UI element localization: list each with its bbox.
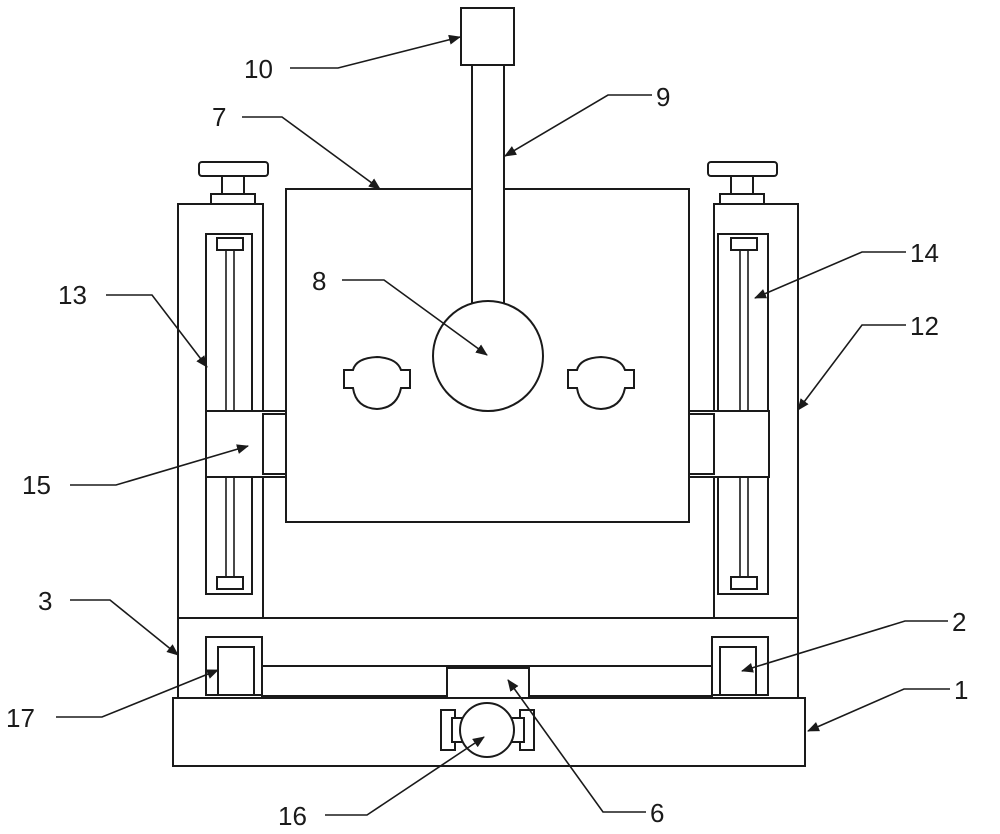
leader-3 bbox=[70, 599, 179, 656]
center-wheel bbox=[432, 300, 544, 412]
shaft-top-block bbox=[460, 7, 515, 66]
label-8: 8 bbox=[312, 266, 326, 296]
right-slider-inner bbox=[719, 646, 757, 696]
right-connector bbox=[688, 413, 715, 475]
label-12: 12 bbox=[910, 311, 939, 341]
label-6: 6 bbox=[650, 798, 664, 828]
label-2: 2 bbox=[952, 607, 966, 637]
right-screw-top-bearing bbox=[730, 237, 758, 251]
label-17: 17 bbox=[6, 703, 35, 733]
label-1: 1 bbox=[954, 675, 968, 705]
left-handwheel bbox=[198, 161, 269, 177]
right-screw-bottom-bearing bbox=[730, 576, 758, 590]
vertical-shaft bbox=[471, 63, 505, 315]
left-clamp-fitting bbox=[343, 355, 411, 411]
right-handwheel-collar bbox=[719, 193, 765, 205]
leader-9 bbox=[504, 94, 652, 157]
left-handwheel-collar bbox=[210, 193, 256, 205]
leader-2 bbox=[741, 620, 948, 673]
label-15: 15 bbox=[22, 470, 51, 500]
leader-17 bbox=[56, 669, 219, 718]
label-10: 10 bbox=[244, 54, 273, 84]
leader-15 bbox=[70, 444, 249, 486]
leader-14 bbox=[754, 251, 906, 299]
motor-circle bbox=[459, 702, 515, 758]
center-slider-block bbox=[446, 667, 530, 699]
label-9: 9 bbox=[656, 82, 670, 112]
label-13: 13 bbox=[58, 280, 87, 310]
leader-12 bbox=[797, 324, 906, 411]
label-3: 3 bbox=[38, 586, 52, 616]
leader-6 bbox=[507, 679, 646, 813]
leader-10 bbox=[290, 34, 461, 69]
right-handwheel bbox=[707, 161, 778, 177]
left-screw-top-bearing bbox=[216, 237, 244, 251]
left-connector bbox=[262, 413, 287, 475]
left-handwheel-shaft bbox=[221, 175, 245, 195]
right-clamp-fitting bbox=[567, 355, 635, 411]
leader-13 bbox=[106, 294, 208, 368]
leader-16 bbox=[325, 736, 485, 816]
left-screw-bottom-bearing bbox=[216, 576, 244, 590]
label-16: 16 bbox=[278, 801, 307, 831]
leader-1 bbox=[807, 688, 950, 732]
left-slider-inner bbox=[217, 646, 255, 696]
leader-7 bbox=[242, 116, 381, 190]
label-14: 14 bbox=[910, 238, 939, 268]
leader-8 bbox=[342, 279, 488, 356]
label-7: 7 bbox=[212, 102, 226, 132]
right-handwheel-shaft bbox=[730, 175, 754, 195]
